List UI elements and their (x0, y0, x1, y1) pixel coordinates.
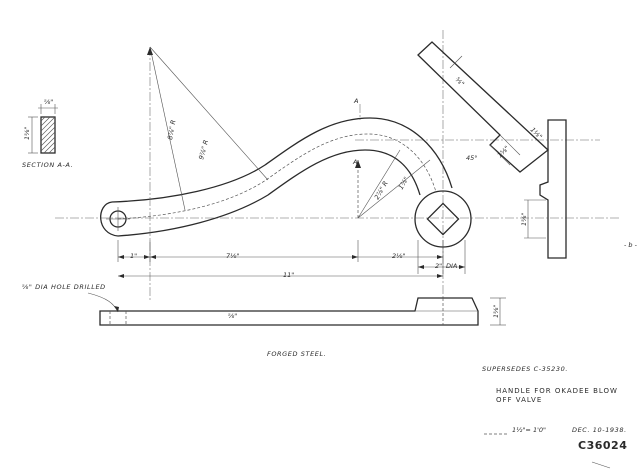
arm-outline (417, 41, 549, 173)
handle-plan-view: 8⅞" R 9⅞" R 2⅞" R 1⅞" 45° A A (55, 30, 620, 300)
dim-eleven: 11" (283, 271, 294, 279)
bar-thickness-dim: ⅝" (228, 312, 237, 320)
angled-arm: ⅝" 1⅛" 1⅝" (417, 41, 549, 173)
dim-two: 2" (435, 262, 442, 270)
hub-height-dim: 1⅝" (492, 305, 500, 318)
angle-label: 45° (466, 154, 478, 162)
hole-note: ⅝" DIA HOLE DRILLED (22, 283, 119, 313)
section-cut-mark-top: A (353, 97, 358, 105)
dim-two-half: 2⅛" (392, 252, 405, 260)
drawing-scale: 1½"= 1'0" (512, 426, 546, 434)
hole-drilled-note: ⅝" DIA HOLE DRILLED (22, 283, 106, 291)
dim-dia-label: DIA (446, 262, 457, 270)
radius-label-2: 9⅞" R (197, 139, 210, 160)
radius-label-1: 8⅞" R (166, 119, 177, 140)
arm-dim-3: 1⅝" (496, 144, 511, 159)
end-view-outline (539, 119, 567, 259)
bar-outline (99, 297, 479, 326)
drawing-title-line-1: HANDLE FOR OKADEE BLOW (496, 387, 618, 395)
title-block: SUPERSEDES C-35230. HANDLE FOR OKADEE BL… (482, 365, 627, 469)
drawing-number: C36024 (578, 439, 627, 452)
handle-inner-edge (117, 149, 421, 237)
drawing-title-line-2: OFF VALVE (496, 396, 542, 404)
handle-outer-edge (111, 117, 453, 203)
dim-seven: 7⅛" (226, 252, 239, 260)
section-hatching (40, 116, 56, 154)
edge-mark: ‑ b ‑ (624, 241, 638, 249)
supersedes-note: SUPERSEDES C-35230. (482, 365, 568, 373)
dimension-lines: 1" 7⅛" 2⅛" 11" 2" DIA (117, 240, 466, 279)
square-socket (426, 202, 460, 236)
section-width-dim: ⅝" (44, 98, 53, 106)
handle-tip (100, 201, 119, 237)
arm-dim-1: ⅝" (454, 76, 466, 88)
section-hatch-box (40, 116, 56, 154)
section-cut-mark-bottom: A (352, 158, 357, 166)
end-view: 1⅝" ‑ b ‑ (520, 119, 638, 259)
section-label: SECTION A-A. (22, 161, 73, 169)
section-a-a-detail: ⅝" 1⅝" SECTION A-A. (22, 98, 73, 169)
material-note: FORGED STEEL. (267, 350, 326, 358)
drawing-date: DEC. 10-1938. (572, 426, 627, 434)
arm-dim-2: 1⅛" (529, 126, 544, 141)
end-view-dim: 1⅝" (520, 213, 528, 226)
side-elevation: 1⅝" ⅝" (99, 297, 506, 326)
section-height-dim: 1⅝" (23, 127, 31, 140)
dim-one-inch: 1" (130, 252, 137, 260)
